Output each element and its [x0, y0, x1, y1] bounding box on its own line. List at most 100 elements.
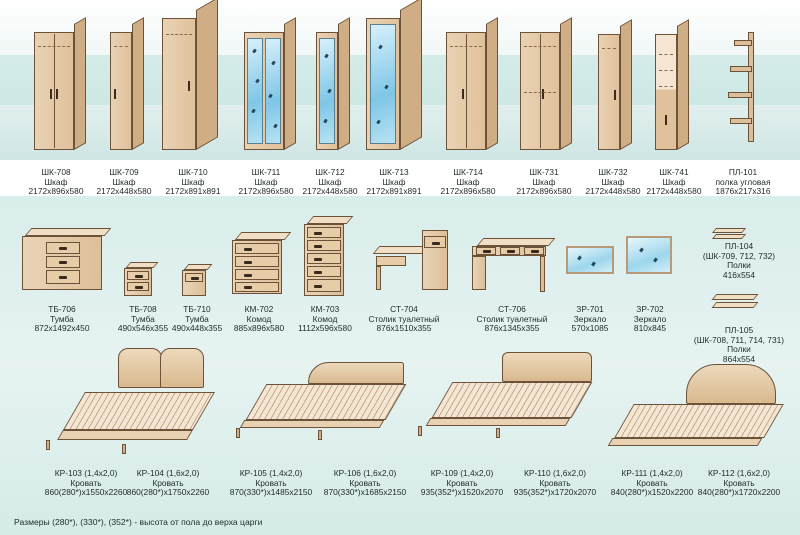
code: ШК-708: [41, 167, 71, 177]
size: 2172x891x891: [366, 186, 422, 197]
cabinet-tb-706-image: [22, 228, 112, 290]
wardrobe-shk-709-image: [110, 17, 144, 151]
code: ШК-710: [178, 167, 208, 177]
dresser-km-703-image: [304, 216, 354, 296]
size: 2172x896x580: [238, 186, 294, 197]
code: ПЛ-101: [728, 167, 758, 177]
nightstand-tb-710-image: [182, 264, 213, 296]
size: 2172x448x580: [585, 186, 641, 197]
name: Шкаф: [456, 176, 480, 187]
code: ШК-712: [315, 167, 345, 177]
size: 860(280*)x1550x2260: [44, 487, 128, 498]
size: 876x1345x355: [484, 323, 540, 334]
size: 840(280*)x1720x2200: [697, 487, 781, 498]
name: Шкаф: [181, 176, 205, 187]
wardrobe-shk-732-image: [598, 19, 632, 151]
name: Столик туалетный: [368, 313, 440, 324]
name: Комод: [246, 313, 272, 324]
code: ТБ-706: [48, 304, 76, 314]
size: 2172x448x580: [302, 186, 358, 197]
size: 810x845: [633, 323, 667, 334]
code: ШК-714: [453, 167, 483, 177]
wardrobe-shk-713-image: [366, 0, 422, 150]
name: Столик туалетный: [476, 313, 548, 324]
size: 935(352*)x1720x2070: [513, 487, 597, 498]
label-strip: [0, 160, 800, 196]
code: КР-112 (1,6x2,0): [708, 468, 770, 478]
name: Шкаф: [318, 176, 342, 187]
name: Комод: [312, 313, 338, 324]
name: Шкаф: [662, 176, 686, 187]
nightstand-tb-708-image: [124, 262, 159, 296]
code: КМ-702: [244, 304, 274, 314]
footnote: Размеры (280*), (330*), (352*) - высота …: [14, 517, 263, 527]
code: КР-105 (1,4x2,0): [239, 468, 303, 478]
code: КР-111 (1,4x2,0): [621, 468, 683, 478]
size: 2172x448x580: [646, 186, 702, 197]
name: Шкаф: [112, 176, 136, 187]
name: Шкаф: [601, 176, 625, 187]
name: Кровать: [636, 477, 668, 488]
note: (ШК-708, 711, 714, 731): [693, 334, 785, 345]
shelves-pl-104-image: [708, 228, 748, 242]
code: ПЛ-105: [724, 325, 754, 335]
size: 1876x217x316: [715, 186, 771, 197]
name: Тумба: [131, 313, 155, 324]
mirror-zr-701-image: [566, 246, 614, 274]
size: 870(330*)x1685x2150: [323, 487, 407, 498]
dressing-table-st-706-image: [472, 238, 558, 292]
size: 416x554: [722, 269, 756, 280]
shelves-pl-105-image: [706, 294, 760, 312]
name: Шкаф: [532, 176, 556, 187]
code: КР-103 (1,4x2,0): [54, 468, 118, 478]
note: (ШК-709, 712, 732): [702, 250, 776, 261]
code: СТ-704: [390, 304, 418, 314]
wardrobe-shk-708-image: [34, 17, 86, 151]
size: 872x1492x450: [34, 323, 90, 334]
bed-kr-105-106-image: [228, 362, 418, 452]
code: ШК-709: [109, 167, 139, 177]
name: Шкаф: [254, 176, 278, 187]
code: ШК-732: [598, 167, 628, 177]
corner-shelf-pl-101-image: [728, 32, 754, 142]
code: КР-104 (1,6x2,0): [136, 468, 200, 478]
wardrobe-shk-714-image: [446, 17, 498, 151]
size: 860(280*)x1750x2260: [126, 487, 210, 498]
code: КР-106 (1,6x2,0): [333, 468, 397, 478]
size: 876x1510x355: [376, 323, 432, 334]
bed-kr-109-110-image: [412, 352, 598, 444]
size: 2172x891x891: [165, 186, 221, 197]
name: Полки: [727, 344, 751, 355]
size: 870(330*)x1485x2150: [229, 487, 313, 498]
name: Кровать: [539, 477, 571, 488]
code: ТБ-710: [183, 304, 211, 314]
name: Кровать: [349, 477, 381, 488]
name: Тумба: [185, 313, 209, 324]
name: Зеркало: [633, 313, 667, 324]
name: Кровать: [152, 477, 184, 488]
name: Кровать: [70, 477, 102, 488]
size: 2172x896x580: [440, 186, 496, 197]
name: Кровать: [255, 477, 287, 488]
size: 2172x448x580: [96, 186, 152, 197]
